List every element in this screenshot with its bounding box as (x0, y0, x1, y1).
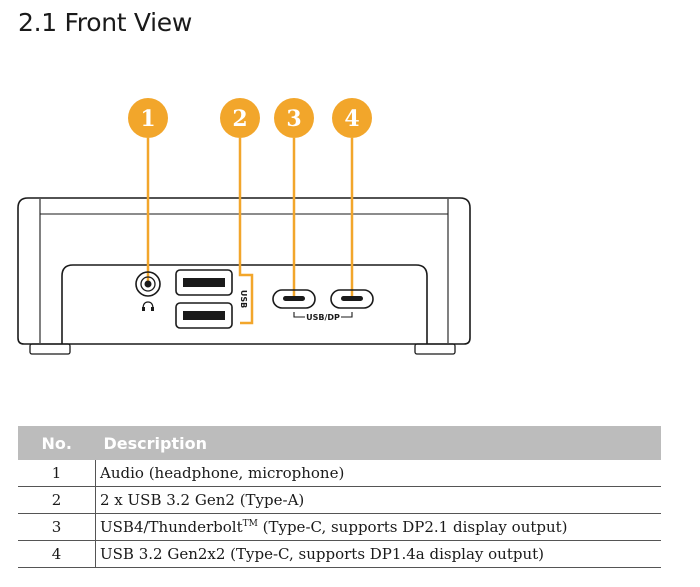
row-description: Audio (headphone, microphone) (95, 460, 661, 487)
row-description: 2 x USB 3.2 Gen2 (Type-A) (95, 486, 661, 514)
usb-dp-label: USB/DP (306, 313, 340, 322)
row-number: 2 (18, 486, 96, 514)
callout-1: 1 (128, 98, 168, 138)
svg-text:1: 1 (140, 106, 155, 132)
table-row: 3 USB4/ThunderboltTM (Type-C, supports D… (18, 513, 661, 541)
callout-2: 2 (220, 98, 260, 138)
usb-label: USB (239, 290, 248, 308)
port-description-table: No. Description 1 Audio (headphone, micr… (18, 426, 661, 568)
row-description-tail: (Type-C, supports DP2.1 display output) (257, 518, 568, 536)
table-header-row: No. Description (18, 426, 661, 460)
device-feet (29, 343, 456, 355)
row-description: USB4/ThunderboltTM (Type-C, supports DP2… (95, 513, 661, 541)
usb-a-ports (175, 269, 233, 329)
row-description-main: USB4/Thunderbolt (100, 518, 243, 536)
callout-4: 4 (332, 98, 372, 138)
callout-3: 3 (274, 98, 314, 138)
row-description: USB 3.2 Gen2x2 (Type-C, supports DP1.4a … (95, 540, 661, 568)
usb-c-ports (272, 289, 374, 309)
table-row: 1 Audio (headphone, microphone) (18, 460, 661, 487)
header-description: Description (95, 426, 661, 460)
front-view-diagram: USB USB/DP 1 2 3 4 (17, 98, 471, 355)
trademark-mark: TM (242, 519, 258, 529)
device-body (17, 197, 471, 345)
header-no: No. (18, 426, 96, 460)
audio-jack (135, 271, 161, 311)
svg-text:3: 3 (286, 106, 301, 132)
svg-text:4: 4 (344, 106, 359, 132)
table-row: 4 USB 3.2 Gen2x2 (Type-C, supports DP1.4… (18, 540, 661, 568)
row-number: 3 (18, 513, 96, 541)
table-row: 2 2 x USB 3.2 Gen2 (Type-A) (18, 486, 661, 514)
svg-text:2: 2 (232, 106, 247, 132)
row-number: 1 (18, 460, 96, 487)
page-title: 2.1 Front View (18, 8, 193, 37)
usb-dp-bracket (293, 312, 353, 318)
callout-leaders (146, 138, 354, 325)
row-number: 4 (18, 540, 96, 568)
